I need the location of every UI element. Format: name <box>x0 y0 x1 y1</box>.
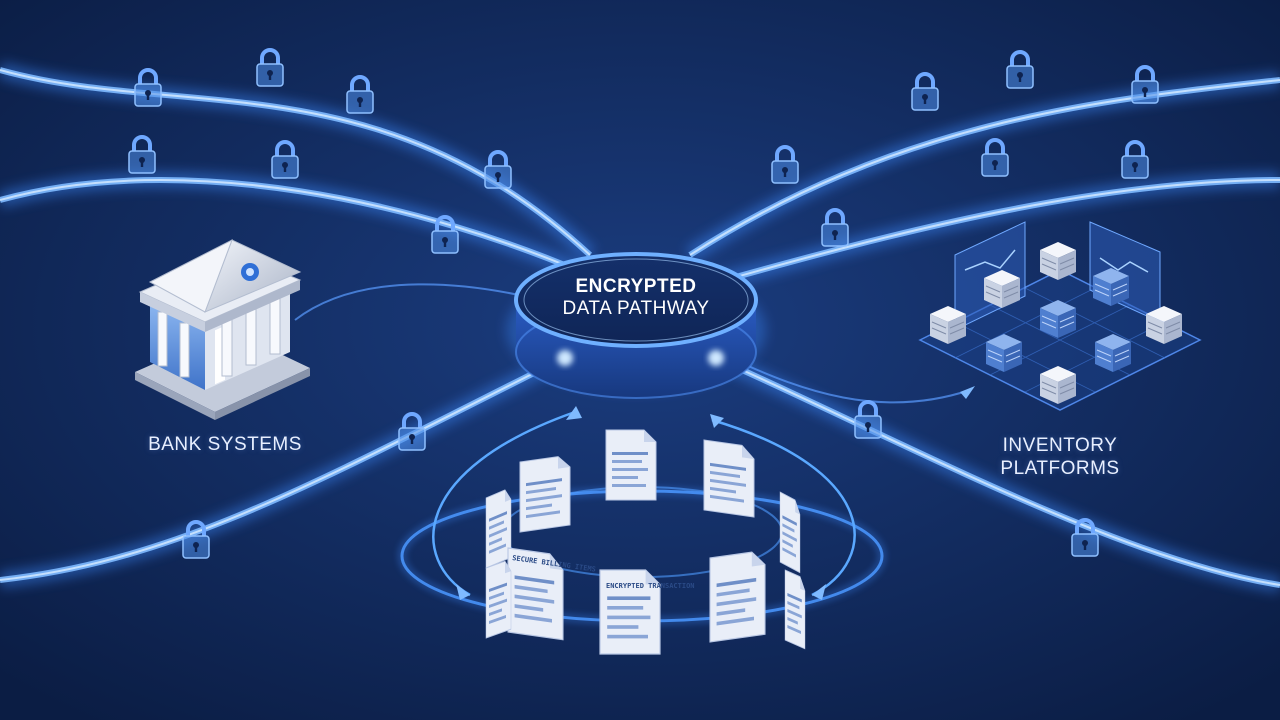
inventory-label-line2: PLATFORMS <box>1000 458 1120 479</box>
bank-building-icon <box>135 238 310 420</box>
hub-title-line2: DATA PATHWAY <box>562 298 710 319</box>
server-stack-icon <box>918 221 1202 411</box>
document-icon <box>519 454 571 533</box>
inventory-label-line1: INVENTORY <box>1002 435 1118 456</box>
bank-systems-label: BANK SYSTEMS <box>148 434 302 455</box>
document-icon <box>784 569 806 650</box>
hub-title-line1: ENCRYPTED <box>575 276 697 297</box>
document-icon <box>605 429 657 501</box>
hub-title: ENCRYPTED DATA PATHWAY <box>536 276 736 320</box>
document-icon <box>485 558 512 639</box>
document-icon <box>709 549 766 643</box>
cycle-arrow-icon <box>432 410 856 597</box>
inventory-platforms-label: INVENTORY PLATFORMS <box>960 434 1160 480</box>
document-icon <box>703 439 755 518</box>
document-icon <box>485 486 512 569</box>
hub-node <box>506 252 766 399</box>
document-title: ENCRYPTED TRANSACTION <box>606 582 695 590</box>
data-streams <box>0 62 1280 593</box>
document-cycle: ENCRYPTED TRANSACTION SECURE BILLING ITE… <box>397 406 887 655</box>
